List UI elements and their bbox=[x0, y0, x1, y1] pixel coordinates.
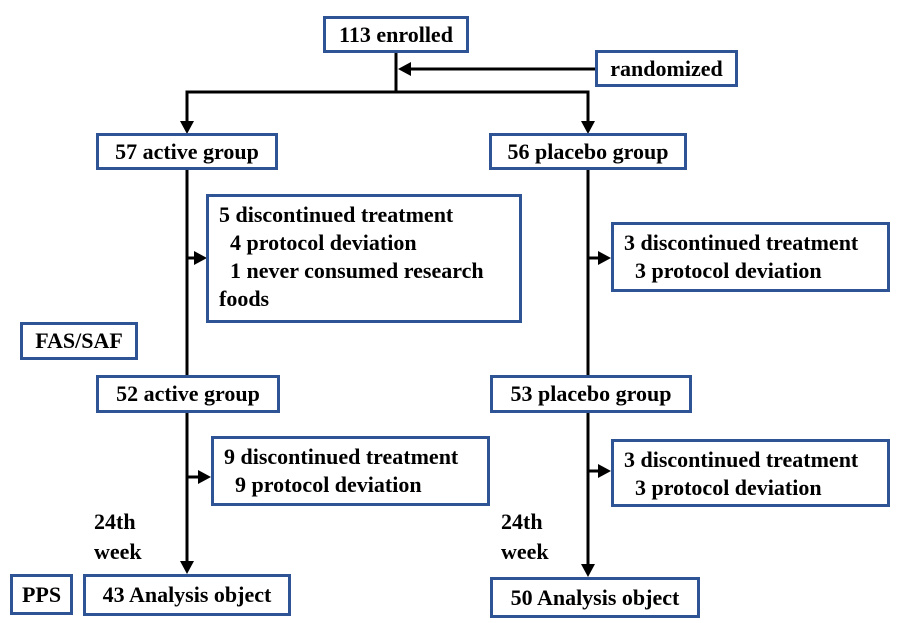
arrowhead-active-dropout-2 bbox=[198, 470, 211, 484]
arrowhead-active-dropout-1 bbox=[194, 251, 207, 265]
node-active-dropout-2: 9 discontinued treatment 9 protocol devi… bbox=[211, 436, 490, 506]
dropout-line: 1 never consumed research bbox=[230, 258, 484, 283]
node-randomized: randomized bbox=[595, 50, 738, 87]
arrowhead-active-analysis bbox=[180, 561, 194, 574]
timepoint-line: 24th bbox=[94, 509, 136, 534]
node-pps: PPS bbox=[10, 574, 73, 615]
timepoint-line: week bbox=[94, 539, 142, 564]
node-placebo-analysis: 50 Analysis object bbox=[490, 577, 700, 618]
arrowhead-placebo-dropout-2 bbox=[598, 464, 611, 478]
node-active-group: 57 active group bbox=[96, 133, 278, 170]
node-placebo-dropout-2: 3 discontinued treatment 3 protocol devi… bbox=[611, 439, 890, 507]
node-active-group-fas: 52 active group bbox=[96, 375, 280, 413]
dropout-line: 9 protocol deviation bbox=[235, 472, 422, 497]
dropout-line: 3 discontinued treatment bbox=[624, 230, 859, 255]
arrowhead-placebo-analysis bbox=[581, 564, 595, 577]
node-placebo-group: 56 placebo group bbox=[489, 133, 687, 170]
node-enrolled: 113 enrolled bbox=[323, 16, 469, 53]
node-active-analysis: 43 Analysis object bbox=[83, 574, 291, 616]
timepoint-line: 24th bbox=[501, 509, 543, 534]
dropout-line: 3 protocol deviation bbox=[635, 475, 822, 500]
node-placebo-dropout-1: 3 discontinued treatment 3 protocol devi… bbox=[611, 222, 890, 292]
node-active-dropout-1: 5 discontinued treatment 4 protocol devi… bbox=[206, 194, 522, 323]
timepoint-line: week bbox=[501, 539, 549, 564]
arrowhead-randomized bbox=[398, 62, 411, 76]
node-fas-saf: FAS/SAF bbox=[20, 322, 138, 360]
dropout-line: 9 discontinued treatment bbox=[224, 444, 459, 469]
dropout-line: 4 protocol deviation bbox=[230, 230, 417, 255]
dropout-line: 5 discontinued treatment bbox=[219, 202, 454, 227]
dropout-line: foods bbox=[219, 286, 270, 311]
arrowhead-placebo-dropout-1 bbox=[598, 251, 611, 265]
arrowhead-to-active bbox=[180, 121, 194, 134]
dropout-line: 3 discontinued treatment bbox=[624, 447, 859, 472]
timepoint-right-label: 24th week bbox=[501, 507, 549, 567]
arrowhead-to-placebo bbox=[581, 121, 595, 134]
timepoint-left-label: 24th week bbox=[94, 507, 142, 567]
dropout-line: 3 protocol deviation bbox=[635, 258, 822, 283]
node-placebo-group-fas: 53 placebo group bbox=[490, 375, 692, 413]
